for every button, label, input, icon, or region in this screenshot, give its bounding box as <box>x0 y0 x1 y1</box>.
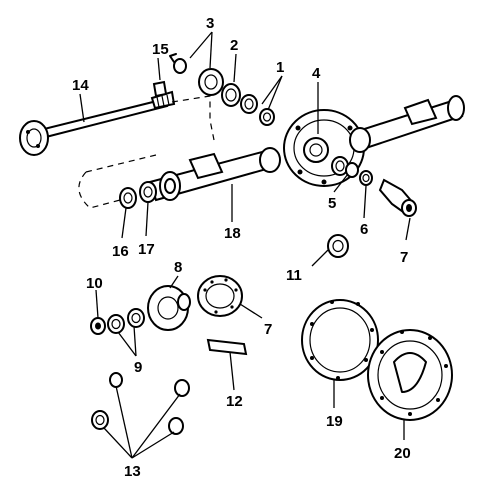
carrier-bolt <box>295 125 301 131</box>
callout-20: 20 <box>394 445 411 462</box>
axle-bearing-stack <box>169 53 275 126</box>
callout-1: 1 <box>276 59 284 76</box>
axle-flange <box>19 120 49 156</box>
callout-4: 4 <box>312 65 321 82</box>
pinion-gears-9 <box>107 308 145 334</box>
housing-left-bracket <box>188 152 224 180</box>
pinion-shaft-12 <box>206 338 248 356</box>
callout-19: 19 <box>326 413 343 430</box>
housing-left-flange-hole <box>164 178 176 194</box>
leader-lines <box>79 31 411 459</box>
callout-5: 5 <box>328 195 336 212</box>
axle-housing <box>148 95 465 202</box>
callout-14: 14 <box>72 77 89 94</box>
callout-2: 2 <box>230 37 238 54</box>
callout-6: 6 <box>360 221 368 238</box>
seal-15 <box>169 53 187 74</box>
housing-right-flange <box>447 95 465 121</box>
callout-11: 11 <box>286 267 302 284</box>
carrier-left-neck <box>259 147 281 173</box>
seals-1 <box>240 94 275 126</box>
pinion-yoke-7 <box>378 178 417 217</box>
carrier-bolt <box>347 125 353 131</box>
callout-9: 9 <box>134 359 142 376</box>
pinion-seals-5 <box>331 156 359 178</box>
mounts-13 <box>91 372 190 435</box>
callout-17: 17 <box>138 241 155 258</box>
carrier-right-neck <box>349 127 371 153</box>
diff-cover-20 <box>367 329 453 421</box>
callout-7-upper: 7 <box>400 249 408 266</box>
callout-12: 12 <box>226 393 243 410</box>
callout-10: 10 <box>86 275 103 292</box>
axle-shaft-14 <box>19 90 176 156</box>
pinion-bearing-4 <box>303 137 329 163</box>
side-gear-10 <box>90 317 106 335</box>
wheel-bolt-15 <box>152 80 168 98</box>
phantom-line <box>78 171 121 209</box>
callout-15: 15 <box>152 41 169 58</box>
ring-gear-7 <box>197 275 243 317</box>
callout-18: 18 <box>224 225 241 242</box>
case-8 <box>147 285 191 331</box>
callout-3: 3 <box>206 15 214 32</box>
bearing-16 <box>119 187 137 209</box>
pinion-nut-6 <box>359 170 373 186</box>
bearing-race-2 <box>221 83 241 107</box>
callout-13: 13 <box>124 463 141 480</box>
seal-17 <box>139 181 157 203</box>
callout-16: 16 <box>112 243 129 260</box>
phantom-line <box>85 153 161 173</box>
callout-7-lower: 7 <box>264 321 272 338</box>
carrier-bolt <box>321 179 327 185</box>
bearing-3 <box>198 68 224 96</box>
phantom-line <box>171 95 215 141</box>
housing-right-bracket <box>403 98 438 126</box>
cover-gasket-19 <box>301 299 379 381</box>
cap-11 <box>327 234 349 258</box>
callout-8: 8 <box>174 259 182 276</box>
carrier-bolt <box>297 169 303 175</box>
